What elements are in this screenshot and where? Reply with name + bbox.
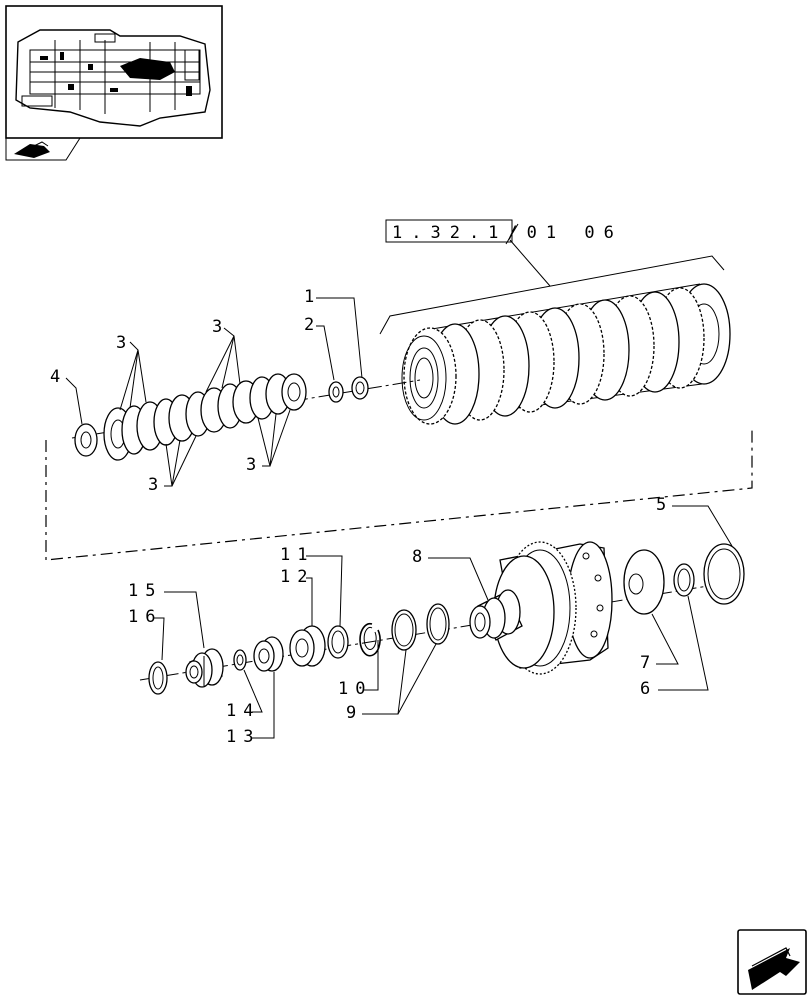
part-4-washer <box>74 423 98 457</box>
callout-2: 2 <box>304 315 321 335</box>
part-6-ring <box>673 563 695 597</box>
reference-code: 1.32.1/01 06 <box>392 223 623 243</box>
callout-15: 15 <box>128 581 162 601</box>
transmission-thumbnail <box>5 5 223 139</box>
part-5-snap-ring <box>703 543 745 605</box>
part-15-piston <box>185 648 224 688</box>
callout-4: 4 <box>50 367 67 387</box>
callout-13: 13 <box>226 727 260 747</box>
next-page-arrow-icon[interactable] <box>737 929 807 995</box>
callout-3-lower-left: 3 <box>148 475 165 495</box>
part-16-circlip <box>148 661 168 695</box>
part-8-clutch-drum-gear <box>469 541 613 675</box>
reference-box <box>385 219 519 245</box>
book-arrow-icon[interactable] <box>5 137 81 161</box>
part-2-snap-ring <box>328 381 344 403</box>
callout-11: 11 <box>280 545 314 565</box>
callout-5: 5 <box>656 495 673 515</box>
callout-16: 16 <box>128 607 162 627</box>
callout-14: 14 <box>226 701 260 721</box>
callout-1: 1 <box>304 287 321 307</box>
callout-labels: 1 2 3 3 3 3 4 5 6 7 8 9 10 11 12 13 14 1… <box>50 287 673 747</box>
part-9-seal-rings <box>391 603 450 651</box>
part-3-belleville-springs <box>103 373 307 461</box>
clutch-disc-pack <box>401 283 731 425</box>
callout-10: 10 <box>338 679 372 699</box>
callout-7: 7 <box>640 653 657 673</box>
callout-3-lower-right: 3 <box>246 455 263 475</box>
leader-lines <box>65 297 733 739</box>
part-7-thrust-washer <box>623 549 665 615</box>
callout-6: 6 <box>640 679 657 699</box>
part-1-ring <box>351 376 369 400</box>
callout-8: 8 <box>412 547 429 567</box>
part-13-bearing <box>253 636 284 672</box>
part-11-ring <box>327 625 349 659</box>
callout-12: 12 <box>280 567 314 587</box>
part-14-o-ring <box>233 649 247 671</box>
callout-9: 9 <box>346 703 363 723</box>
callout-3-upper-left: 3 <box>116 333 133 353</box>
callout-3-upper-right: 3 <box>212 317 229 337</box>
part-12-bearing <box>289 625 326 667</box>
part-10-snap-ring <box>359 622 381 657</box>
